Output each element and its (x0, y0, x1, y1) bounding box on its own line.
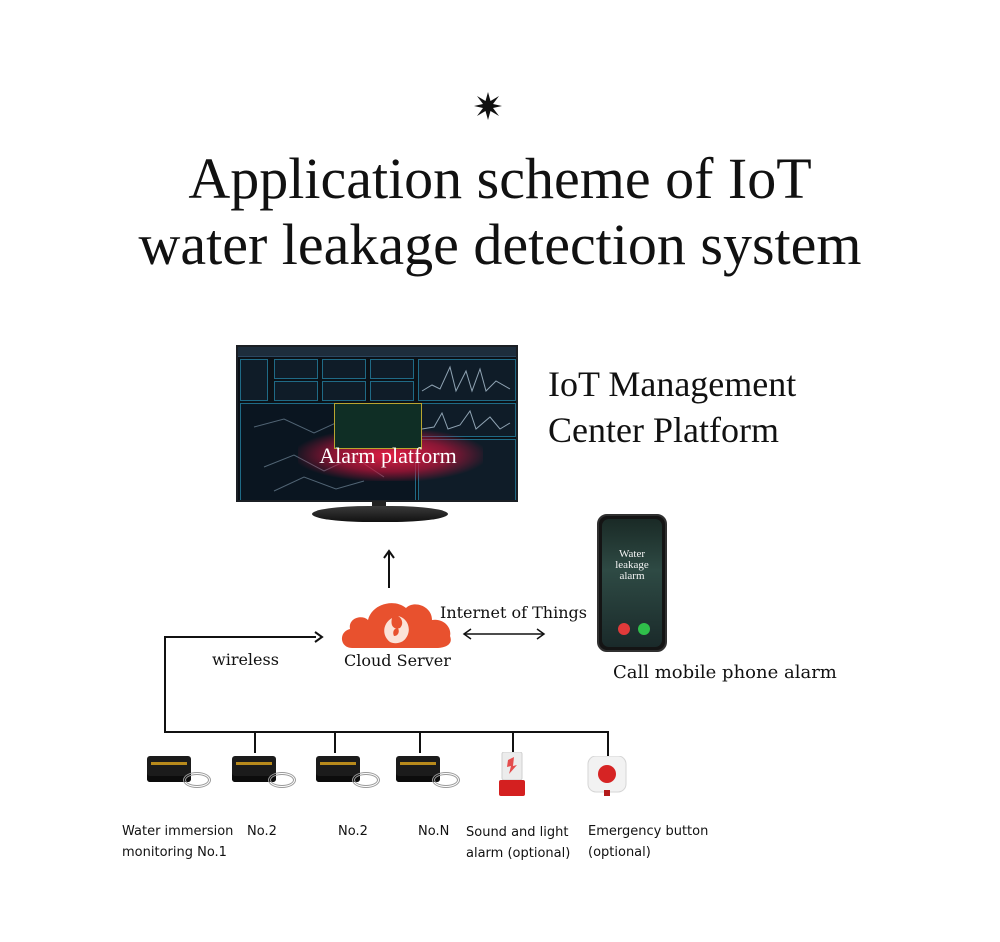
wire-to-cloud (164, 636, 316, 638)
siren-icon (499, 752, 525, 796)
phone-caption: Call mobile phone alarm (613, 662, 837, 683)
device-label-5-line-1: Sound and light (466, 825, 569, 840)
wire-vertical-main (164, 636, 166, 732)
platform-label-line-2: Center Platform (548, 410, 779, 450)
alarm-platform-text: Alarm platform (319, 443, 457, 468)
wireless-label: wireless (212, 650, 279, 669)
monitor-stand-base (312, 506, 448, 522)
title-line-2: water leakage detection system (138, 212, 862, 277)
device-label-6-line-2: (optional) (588, 845, 651, 860)
device-label-4: No.N (418, 824, 450, 839)
title-line-1: Application scheme of IoT (188, 146, 812, 211)
cloud-server-label: Cloud Server (344, 651, 451, 670)
iot-link-label: Internet of Things (440, 603, 587, 622)
monitor-screen: Alarm platform (236, 345, 518, 502)
cloud-icon (341, 603, 451, 648)
double-arrow-icon (462, 628, 546, 640)
accept-call-icon (638, 623, 650, 635)
drop-wire-6 (607, 731, 609, 757)
device-label-6-line-1: Emergency button (588, 824, 709, 839)
platform-label-line-1: IoT Management (548, 364, 797, 404)
device-label-5-line-2: alarm (optional) (466, 846, 571, 861)
device-label-1-line-2: monitoring No.1 (122, 845, 227, 860)
device-label-3: No.2 (338, 824, 368, 839)
right-arrow-icon (314, 631, 324, 643)
device-bus-line (164, 731, 609, 733)
drop-wire-2 (254, 731, 256, 753)
star-icon (474, 92, 502, 120)
phone-alarm-text: Water leakage alarm (615, 548, 649, 582)
drop-wire-4 (419, 731, 421, 753)
mobile-phone: Water leakage alarm (597, 514, 667, 652)
monitor-stand-neck (372, 501, 386, 509)
drop-wire-5 (512, 731, 514, 753)
emergency-button-icon (587, 756, 627, 796)
decline-call-icon (618, 623, 630, 635)
up-arrow-icon (383, 549, 395, 588)
device-label-1-line-1: Water immersion (122, 824, 234, 839)
device-label-2: No.2 (247, 824, 277, 839)
drop-wire-3 (334, 731, 336, 753)
